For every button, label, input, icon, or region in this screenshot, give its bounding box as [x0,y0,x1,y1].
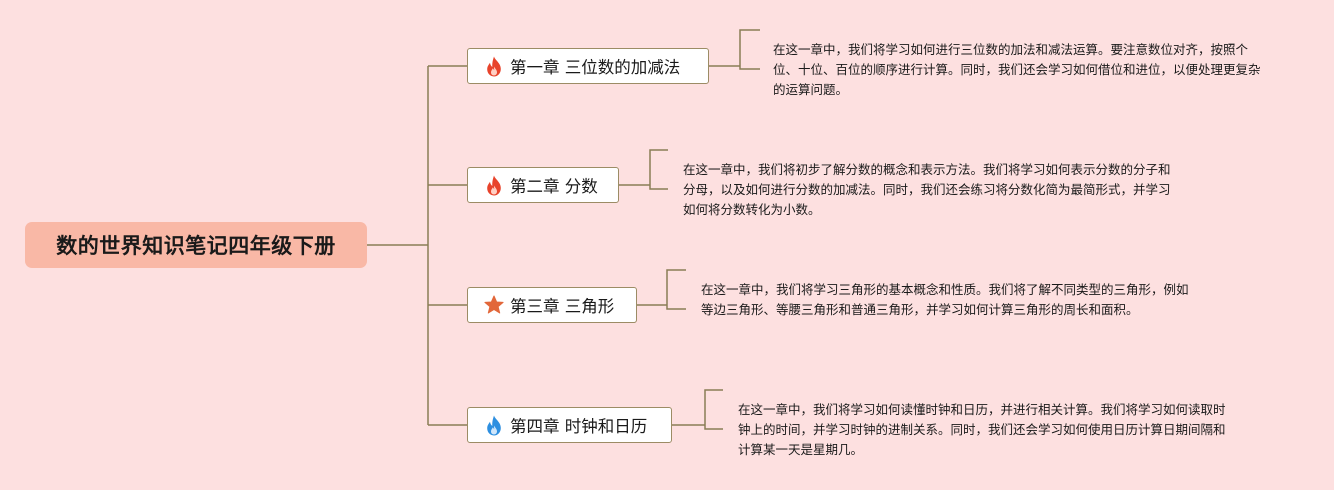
star-icon [484,294,504,316]
bracket-1 [709,29,760,70]
chapter-title-3: 第三章 三角形 [510,297,615,316]
chapter-title-1: 第一章 三位数的加减法 [510,58,681,77]
chapter-description-4: 在这一章中，我们将学习如何读懂时钟和日历，并进行相关计算。我们将学习如何读取时钟… [738,402,1226,457]
chapter-description-1: 在这一章中，我们将学习如何进行三位数的加法和减法运算。要注意数位对齐，按照个位、… [773,42,1261,97]
chapter-title-2: 第二章 分数 [510,177,598,196]
fire-icon [484,55,504,77]
chapter-node-1[interactable]: 第一章 三位数的加减法 [467,48,709,84]
water-drop-icon [484,414,504,436]
chapter-node-4[interactable]: 第四章 时钟和日历 [467,407,672,443]
bracket-4 [672,389,723,430]
chapter-node-2[interactable]: 第二章 分数 [467,167,619,203]
root-topic[interactable]: 数的世界知识笔记四年级下册 [25,222,367,268]
bracket-2 [619,149,668,190]
chapter-node-3[interactable]: 第三章 三角形 [467,287,637,323]
chapter-description-2: 在这一章中，我们将初步了解分数的概念和表示方法。我们将学习如何表示分数的分子和分… [683,162,1171,217]
bracket-3 [637,269,686,310]
root-title: 数的世界知识笔记四年级下册 [56,234,336,258]
chapter-title-4: 第四章 时钟和日历 [510,417,648,436]
fire-icon [484,174,504,196]
chapter-description-3: 在这一章中，我们将学习三角形的基本概念和性质。我们将了解不同类型的三角形，例如等… [701,282,1189,317]
